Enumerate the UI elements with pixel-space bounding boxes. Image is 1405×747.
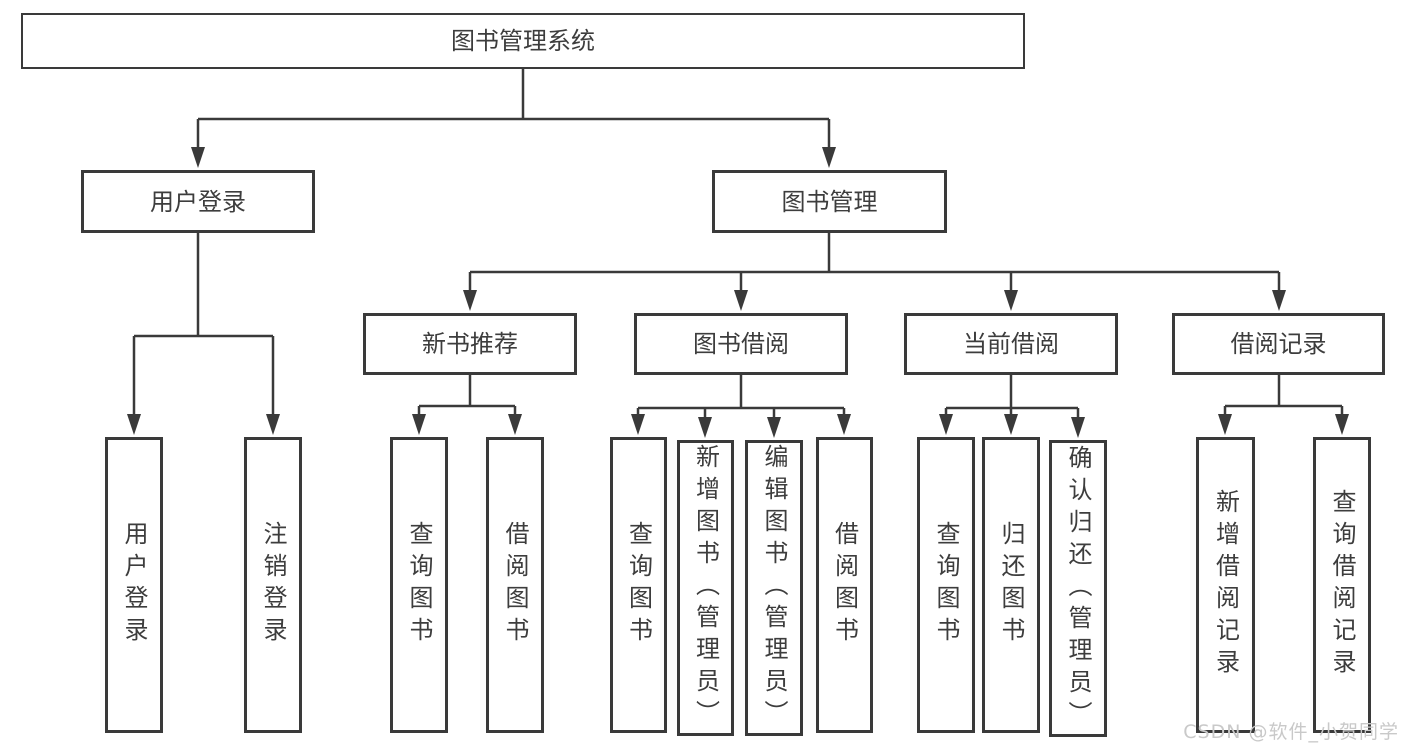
- leaf-cb-query-books-label: 查询图书: [932, 521, 960, 649]
- leaf-br-query-record: 查询借阅记录: [1313, 437, 1371, 733]
- node-borrow-records: 借阅记录: [1172, 313, 1385, 375]
- node-book-borrow: 图书借阅: [634, 313, 848, 375]
- leaf-nbr-query-books: 查询图书: [390, 437, 448, 733]
- leaf-logout-label: 注销登录: [259, 521, 287, 649]
- leaf-bb-edit-books-admin-label: 编辑图书（管理员）: [760, 444, 788, 732]
- leaf-logout: 注销登录: [244, 437, 302, 733]
- leaf-cb-return-books: 归还图书: [982, 437, 1040, 733]
- leaf-bb-query-books: 查询图书: [610, 437, 667, 733]
- leaf-user-login: 用户登录: [105, 437, 163, 733]
- arrowheads: [127, 147, 1349, 438]
- leaf-bb-add-books-admin: 新增图书（管理员）: [677, 440, 734, 736]
- leaf-bb-borrow-books: 借阅图书: [816, 437, 873, 733]
- leaf-cb-confirm-return-admin-label: 确认归还（管理员）: [1064, 444, 1092, 733]
- leaf-nbr-borrow-books-label: 借阅图书: [501, 521, 529, 649]
- leaf-br-add-record: 新增借阅记录: [1196, 437, 1255, 733]
- leaf-user-login-label: 用户登录: [120, 521, 148, 649]
- leaf-bb-query-books-label: 查询图书: [624, 521, 653, 649]
- node-current-borrow: 当前借阅: [904, 313, 1118, 375]
- leaf-cb-query-books: 查询图书: [917, 437, 975, 733]
- leaf-cb-return-books-label: 归还图书: [997, 521, 1025, 649]
- csdn-watermark: CSDN @软件_小贺同学: [1183, 721, 1399, 743]
- leaf-cb-confirm-return-admin: 确认归还（管理员）: [1049, 440, 1107, 737]
- node-root-library-system: 图书管理系统: [21, 13, 1025, 69]
- node-book-management-branch: 图书管理: [712, 170, 947, 233]
- leaf-br-query-record-label: 查询借阅记录: [1328, 489, 1356, 681]
- leaf-nbr-borrow-books: 借阅图书: [486, 437, 544, 733]
- leaf-bb-borrow-books-label: 借阅图书: [830, 521, 859, 649]
- leaf-br-add-record-label: 新增借阅记录: [1211, 489, 1240, 681]
- leaf-bb-add-books-admin-label: 新增图书（管理员）: [691, 444, 720, 732]
- leaf-nbr-query-books-label: 查询图书: [405, 521, 433, 649]
- leaf-bb-edit-books-admin: 编辑图书（管理员）: [745, 440, 803, 736]
- node-new-book-recommend: 新书推荐: [363, 313, 577, 375]
- node-user-login-branch: 用户登录: [81, 170, 315, 233]
